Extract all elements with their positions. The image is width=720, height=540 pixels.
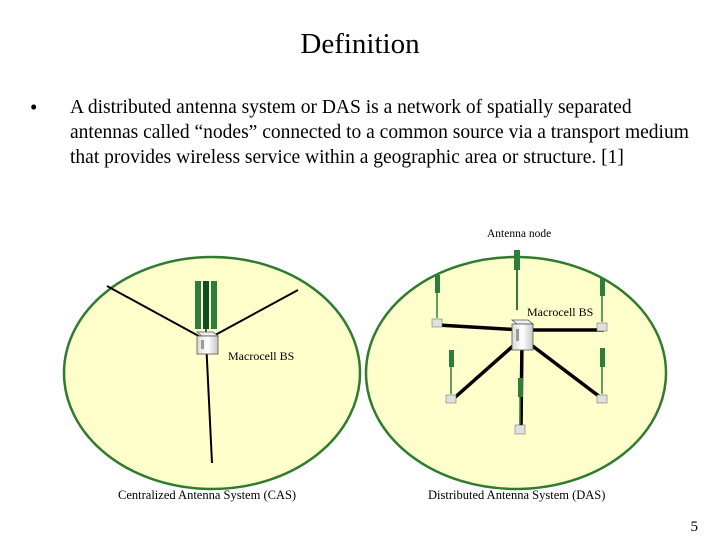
das-antenna-node-upper-right <box>596 278 608 332</box>
cas-sector-lines <box>106 285 299 464</box>
page-number: 5 <box>690 519 699 535</box>
cas-macro-antenna-icon <box>195 281 217 334</box>
cas-bs-label: Macrocell BS <box>228 349 294 363</box>
das-bs-label: Macrocell BS <box>527 305 593 319</box>
das-antenna-node-bottom <box>514 378 526 435</box>
das-node-label: Antenna node <box>487 228 551 240</box>
das-antenna-node-upper-left <box>431 275 443 328</box>
bullet-text: A distributed antenna system or DAS is a… <box>70 97 689 168</box>
das-antenna-node-mid-right <box>596 348 608 404</box>
cas-caption: Centralized Antenna System (CAS) <box>118 488 296 502</box>
das-caption: Distributed Antenna System (DAS) <box>428 488 605 502</box>
cas-cell-area <box>62 255 362 491</box>
das-base-station-icon <box>510 319 535 351</box>
slide-title: Definition <box>300 28 420 60</box>
bullet-marker: • <box>30 95 38 119</box>
das-antenna-node-mid-left <box>445 350 457 404</box>
cas-base-station-icon <box>195 331 220 355</box>
das-antenna-node-top <box>514 250 520 270</box>
